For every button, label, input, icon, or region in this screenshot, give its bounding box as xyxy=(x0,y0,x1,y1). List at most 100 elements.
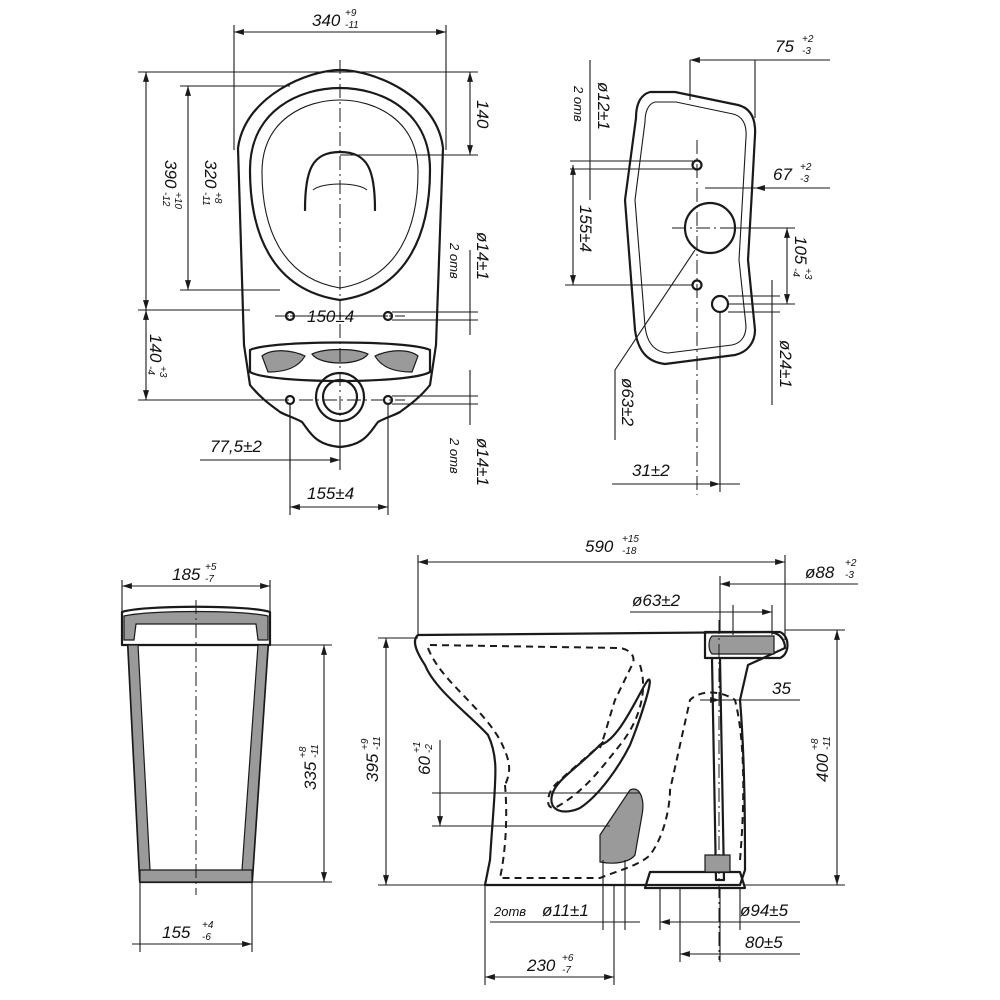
bowl-rim-outer xyxy=(248,86,432,302)
dim-400-lo: -11 xyxy=(822,736,833,750)
dim-inner-lo: -11 xyxy=(200,192,211,206)
cistern-top-outline xyxy=(623,90,757,366)
dim-rear-lo: -4 xyxy=(145,366,156,375)
dim-80-text: 80±5 xyxy=(745,933,783,952)
dim-spacing-text: 150±4 xyxy=(307,307,354,326)
dim-400-up: +8 xyxy=(810,738,821,750)
dim-h14b-note: 2 отв xyxy=(447,437,462,474)
dim-top-height-text: 390 xyxy=(161,160,180,189)
dim-335-grp: 335 +8 -11 xyxy=(298,744,321,790)
bowl-inner-bowl xyxy=(427,647,511,786)
dim-67-text: 67 xyxy=(773,165,792,184)
dim-12-note: 2 отв xyxy=(571,85,586,122)
dim-60-lo: -2 xyxy=(424,744,435,753)
dim-rear-text: 140 xyxy=(146,334,165,363)
dim-60-grp: 60 +1 -2 xyxy=(412,742,435,775)
dim-63b-text: ø63±2 xyxy=(632,591,681,610)
dim-230-lo: -7 xyxy=(562,965,571,976)
bowl-outlet-section xyxy=(708,635,775,655)
cistern-wall-right xyxy=(241,644,269,884)
dim-105-grp: 105 +3 -4 xyxy=(790,236,813,280)
dim-inner-up: +8 xyxy=(212,192,223,204)
dim-155s-text: 155 xyxy=(162,923,191,942)
dim-h14b-note-grp: 2 отв xyxy=(447,437,462,474)
dim-rear-up: +3 xyxy=(157,366,168,378)
dim-35-text: 35 xyxy=(772,679,791,698)
shelf-slot-left xyxy=(261,350,306,373)
shelf-slot-right xyxy=(374,350,419,373)
bowl-top-view: 340 +9 -11 390 +10 -12 320 +8 -11 140 14… xyxy=(138,8,492,515)
dim-offset-text: 140 xyxy=(473,100,492,129)
dim-185-up: +5 xyxy=(205,562,217,573)
dim-inner-text: 320 xyxy=(201,160,220,189)
dim-top-width-lo: -11 xyxy=(345,20,359,31)
dim-h14-grp: ø14±1 xyxy=(473,232,492,280)
cistern-shelf xyxy=(248,341,432,383)
dim-88-up: +2 xyxy=(845,558,857,569)
bowl-outlet xyxy=(703,630,789,660)
dim-12-note-grp: 2 отв xyxy=(571,85,586,122)
dim-top-height-up: +10 xyxy=(172,192,183,209)
cistern-small-hole xyxy=(710,294,730,314)
dim-185-lo: -7 xyxy=(205,574,214,585)
dim-h14-note: 2 отв xyxy=(447,242,462,279)
dim-94-text: ø94±5 xyxy=(740,901,789,920)
dim-h14b-grp: ø14±1 xyxy=(473,438,492,486)
dim-105-up: +3 xyxy=(802,268,813,280)
dim-12-grp: ø12±1 xyxy=(594,82,613,130)
dim-top-height-lo: -12 xyxy=(160,192,171,207)
dim-24-text: ø24±1 xyxy=(776,340,795,388)
bowl-rim-inner xyxy=(261,99,419,289)
dim-335-lo: -11 xyxy=(310,744,321,758)
dim-60-text: 60 xyxy=(415,756,434,775)
dim-top-width-up: +9 xyxy=(345,8,357,19)
base-foot xyxy=(704,854,731,873)
bowl-trap-fill xyxy=(599,788,644,864)
dim-77-text: 77,5±2 xyxy=(210,437,262,456)
dim-67-lo: -3 xyxy=(800,174,809,185)
flush-pipe xyxy=(710,656,726,882)
dim-88-lo: -3 xyxy=(845,570,854,581)
cistern-lid-section xyxy=(123,610,269,641)
dim-63-grp: ø63±2 xyxy=(618,378,637,427)
dim-155s-up: +4 xyxy=(202,920,214,931)
dim-67-up: +2 xyxy=(800,162,812,173)
dim-335-text: 335 xyxy=(301,761,320,790)
dim-155-text: 155±4 xyxy=(307,484,354,503)
dim-590-text: 590 xyxy=(585,537,614,556)
dim-395-up: +9 xyxy=(360,738,371,750)
dim-24-grp: ø24±1 xyxy=(776,340,795,388)
dim-105-lo: -4 xyxy=(790,268,801,277)
dim-395-lo: -11 xyxy=(372,736,383,750)
cistern-wall-left xyxy=(127,644,151,884)
dim-88-text: ø88 xyxy=(805,563,835,582)
dim-inner-grp: 320 +8 -11 xyxy=(200,160,223,206)
cistern-top-inner xyxy=(634,101,747,354)
dim-11-text: ø11±1 xyxy=(542,901,589,920)
dim-top-height-grp: 390 +10 -12 xyxy=(160,160,183,209)
dim-12-text: ø12±1 xyxy=(594,82,613,130)
dim-155s-lo: -6 xyxy=(202,932,211,943)
dim-h14-note-grp: 2 отв xyxy=(447,242,462,279)
dim-185-text: 185 xyxy=(172,565,201,584)
dim-395-text: 395 xyxy=(363,753,382,782)
dim-h14b-text: ø14±1 xyxy=(473,438,492,486)
bowl-rim-channel xyxy=(429,644,635,749)
bowl-siphon xyxy=(547,664,644,809)
dim-400-grp: 400 +8 -11 xyxy=(810,736,833,782)
dim-155c-text: 155±4 xyxy=(576,205,595,252)
dim-590-up: +15 xyxy=(622,534,639,545)
dim-75-up: +2 xyxy=(802,34,814,45)
leader-63 xyxy=(614,249,696,371)
dim-top-width-text: 340 xyxy=(312,11,341,30)
dim-60-up: +1 xyxy=(412,742,423,753)
dim-395-grp: 395 +9 -11 xyxy=(360,736,383,782)
dim-230-up: +6 xyxy=(562,953,574,964)
dim-75-text: 75 xyxy=(775,37,794,56)
dim-590-lo: -18 xyxy=(622,546,637,557)
dim-155c-grp: 155±4 xyxy=(576,205,595,252)
dim-105-text: 105 xyxy=(791,236,810,265)
dim-335-up: +8 xyxy=(298,746,309,758)
dim-offset-grp: 140 xyxy=(473,100,492,129)
